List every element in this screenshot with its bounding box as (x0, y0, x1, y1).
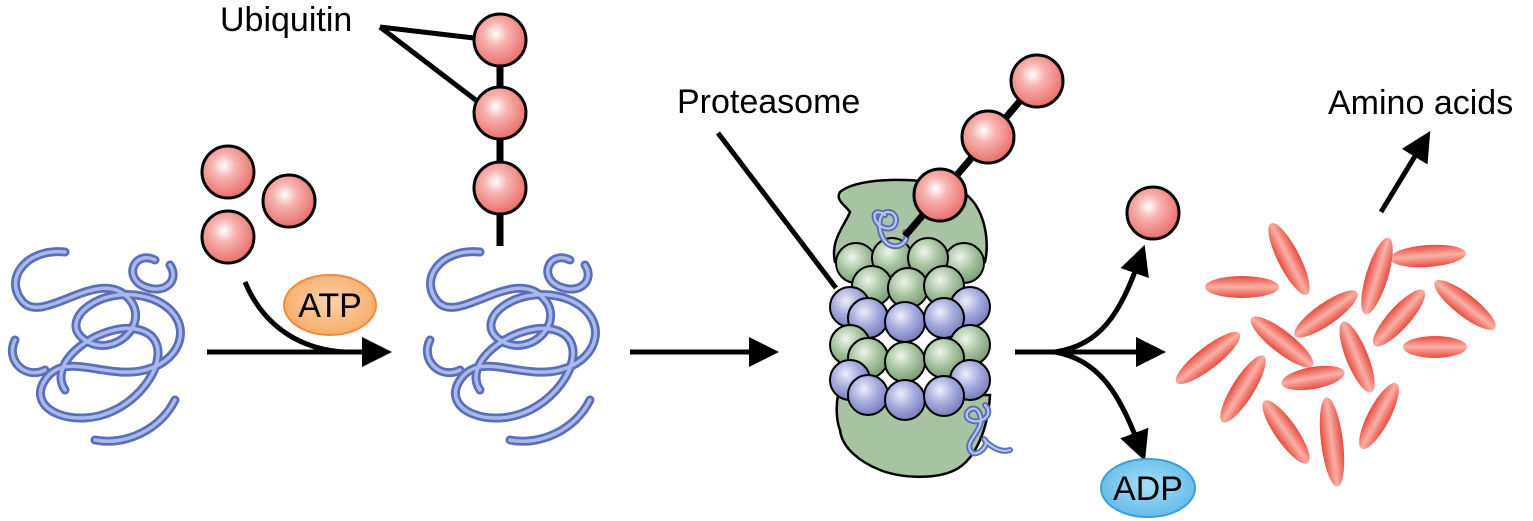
amino-acid (1372, 289, 1426, 347)
ubiquitin-ball (200, 144, 256, 200)
amino-acid (1359, 382, 1399, 450)
ubiquitin-ball (200, 209, 256, 265)
amino-acid (1175, 331, 1241, 385)
protein-tangle-tagged (427, 252, 595, 442)
amino-acid (1250, 316, 1314, 368)
amino-acid (1281, 365, 1345, 391)
ubiquitin-pointer-2 (378, 25, 479, 103)
proteasome-core (829, 237, 991, 421)
ubiquitin-label: Ubiquitin (220, 1, 352, 39)
protein-tangle-free (12, 252, 180, 442)
atp-label: ATP (298, 287, 362, 325)
proteasome (829, 53, 1065, 478)
amino-acid (1339, 321, 1375, 393)
proteasome-pointer (716, 131, 838, 290)
amino-acid (1294, 290, 1358, 338)
ubiquitin-ball (912, 167, 968, 223)
proteasome-label: Proteasome (677, 83, 860, 121)
amino-acid (1361, 237, 1393, 315)
ubiquitin-ball (1009, 53, 1065, 109)
amino-acid (1403, 336, 1467, 358)
ubiquitin-pointer-1 (379, 24, 475, 41)
ubiquitin-released (1125, 185, 1181, 241)
ubiquitin-chain-proteasome (902, 53, 1065, 239)
ubiquitin-free-group (200, 144, 317, 265)
amino-acid (1390, 244, 1466, 268)
amino-acid (1220, 355, 1266, 423)
ubiquitin-chain (472, 12, 528, 246)
atp-badge: ATP (283, 274, 377, 336)
ubiquitin-ball (472, 85, 528, 141)
ubiquitin-ball (960, 109, 1016, 165)
amino-acid (1268, 223, 1310, 295)
peptide-thread-bottom (963, 402, 1013, 457)
amino-acids-arrow (1378, 131, 1431, 214)
amino-acids-cluster (1175, 223, 1496, 487)
amino-acids-label: Amino acids (1328, 84, 1513, 122)
amino-acid (1434, 280, 1496, 330)
ubiquitin-ball (472, 12, 528, 68)
adp-badge: ADP (1100, 458, 1196, 518)
amino-acid (1319, 397, 1345, 487)
ubiquitin-ball (261, 173, 317, 229)
adp-label: ADP (1113, 470, 1183, 508)
amino-acid (1262, 400, 1310, 464)
amino-acid (1205, 276, 1279, 298)
ubiquitin-ball (472, 160, 528, 216)
peptide-thread-top (871, 208, 910, 250)
output-arrows (1015, 244, 1166, 462)
